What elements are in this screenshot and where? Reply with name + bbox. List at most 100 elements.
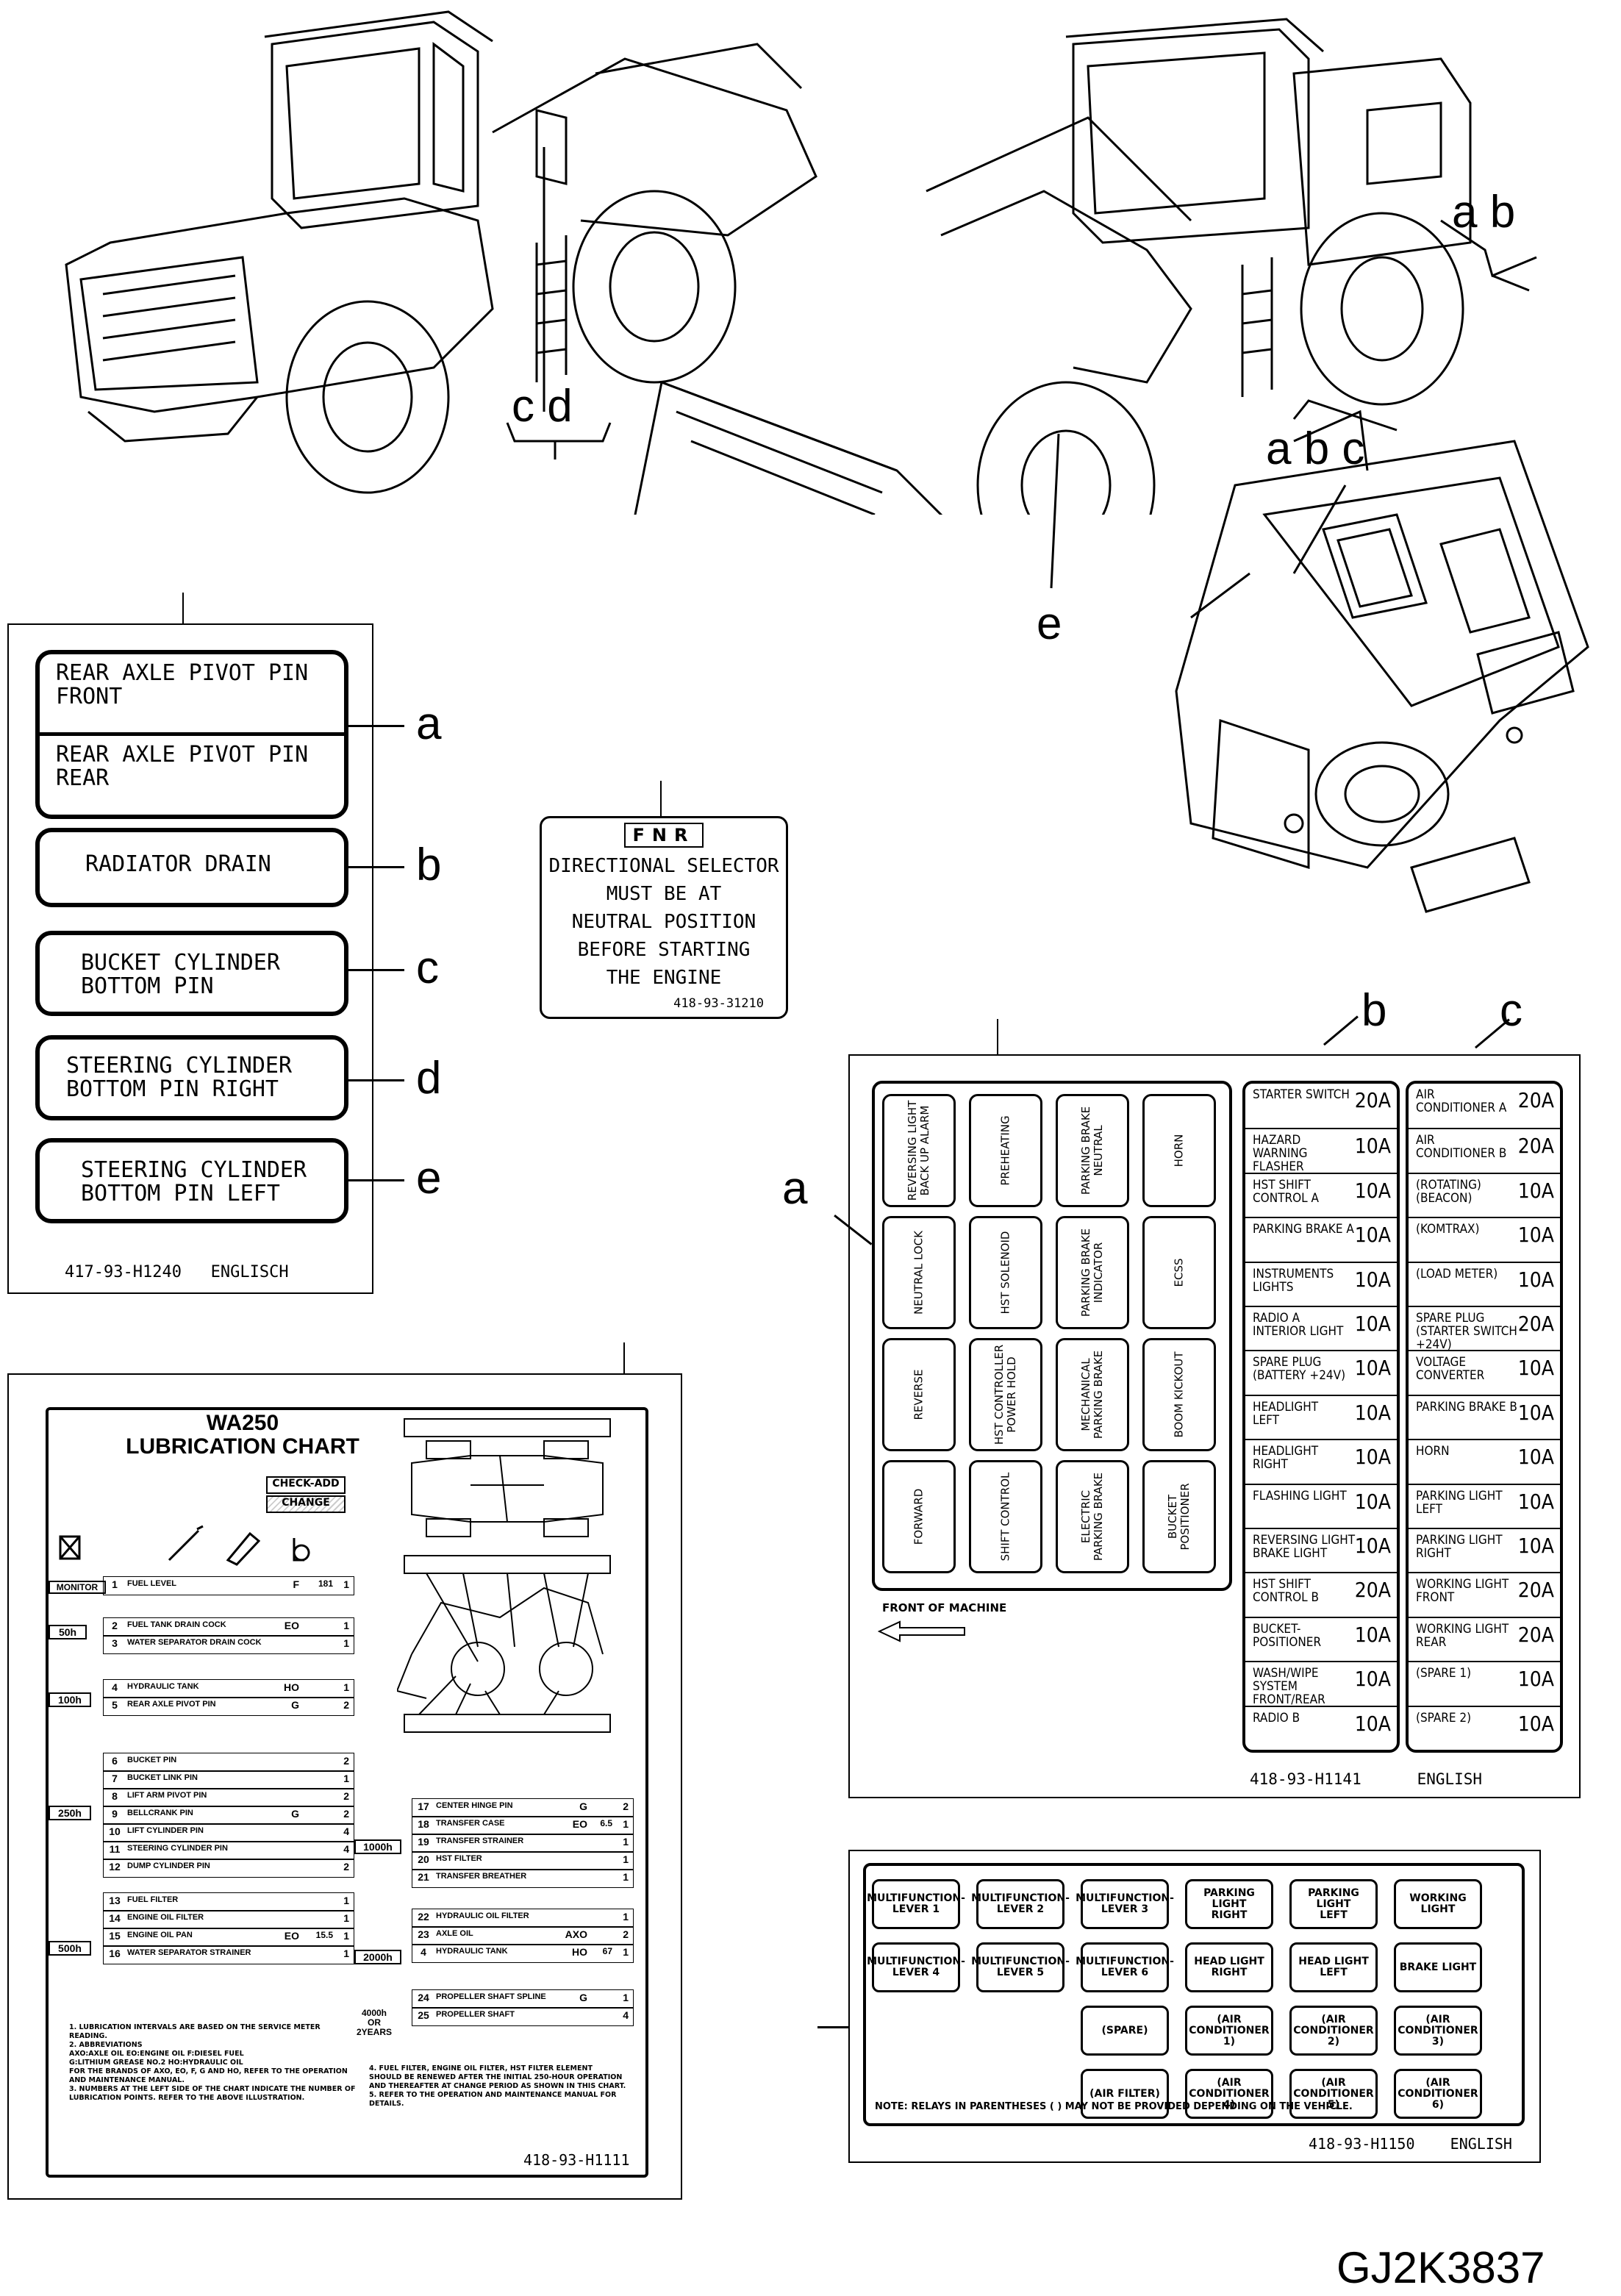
relay-label-text: MULTIFUNCTION- LEVER 4 xyxy=(867,1956,965,1978)
relay-label-cell: (AIR CONDITIONER 4) xyxy=(1185,2069,1273,2119)
lub-item-number: 19 xyxy=(418,1836,429,1848)
lub-chart-leader xyxy=(623,1342,625,1375)
lub-item-name: FUEL TANK DRAIN COCK xyxy=(127,1620,226,1629)
lub-item-points: 1 xyxy=(343,1637,349,1649)
lub-item-number: 20 xyxy=(418,1853,429,1865)
lub-item-lubricant: G xyxy=(291,1808,299,1820)
lub-item-name: ENGINE OIL FILTER xyxy=(127,1913,204,1922)
lub-item-name: LIFT ARM PIVOT PIN xyxy=(127,1791,207,1800)
fuse-name: PARKING BRAKE B xyxy=(1416,1399,1517,1415)
legend-change: CHANGE xyxy=(266,1495,346,1513)
fuse-name: RADIO A INTERIOR LIGHT xyxy=(1253,1311,1344,1339)
relay-label-cell: MULTIFUNCTION- LEVER 4 xyxy=(867,1942,965,1992)
lub-item-name: TRANSFER CASE xyxy=(436,1819,505,1828)
lub-item-number: 24 xyxy=(418,1992,429,2003)
lub-item-points: 1 xyxy=(343,1895,349,1906)
lub-item-points: 1 xyxy=(343,1948,349,1959)
lub-item-points: 4 xyxy=(343,1825,349,1837)
lub-item-lubricant: EO xyxy=(284,1930,299,1942)
lub-item-name: WATER SEPARATOR DRAIN COCK xyxy=(127,1638,262,1647)
fuse-amperage: 10A xyxy=(1354,1445,1391,1470)
relay-cell: BUCKET POSITIONER xyxy=(1142,1460,1216,1573)
relay-cell-label: HST SOLENOID xyxy=(998,1231,1012,1315)
lub-item-points: 1 xyxy=(623,1992,629,2003)
lub-item-points: 1 xyxy=(623,1946,629,1958)
fuse-amperage: 10A xyxy=(1517,1534,1554,1558)
interval-2000h: 2000h xyxy=(354,1950,401,1964)
lub-item-name: HYDRAULIC TANK xyxy=(436,1947,508,1956)
relay-cell-label: ECSS xyxy=(1172,1258,1186,1287)
lub-item-number: 16 xyxy=(109,1948,121,1959)
relay-label-text: (AIR CONDITIONER 5) xyxy=(1293,2076,1374,2111)
wheel-loader-rear-view-illustration xyxy=(65,10,817,494)
relay-cell-label: REVERSE xyxy=(912,1369,926,1420)
lub-item-number: 14 xyxy=(109,1912,121,1924)
front-arrow-icon xyxy=(878,1620,965,1642)
fuse-name: SPARE PLUG (BATTERY +24V) xyxy=(1253,1355,1346,1384)
fuse-amperage: 10A xyxy=(1354,1312,1391,1336)
leader-d xyxy=(346,1079,404,1081)
relay-cell: NEUTRAL LOCK xyxy=(882,1216,956,1329)
fuse-name: INSTRUMENTS LIGHTS xyxy=(1253,1266,1334,1295)
fnr-leader xyxy=(660,781,662,816)
lub-item-quantity: 181 xyxy=(318,1578,333,1589)
relay-label-text: MULTIFUNCTION- LEVER 5 xyxy=(971,1956,1070,1978)
fuse-row: (ROTATING) (BEACON)10A xyxy=(1409,1172,1560,1218)
fnr-header: FNR xyxy=(624,823,704,848)
relay-cell: REVERSING LIGHT BACK UP ALARM xyxy=(882,1094,956,1207)
relay-label-cell: BRAKE LIGHT xyxy=(1394,1942,1482,1992)
relay-cell: ECSS xyxy=(1142,1216,1216,1329)
fuse-amperage: 10A xyxy=(1517,1400,1554,1425)
relay-label-cell: (AIR CONDITIONER 1) xyxy=(1185,2006,1273,2056)
fuse-amperage: 10A xyxy=(1354,1178,1391,1203)
relay-cell-label: FORWARD xyxy=(912,1488,926,1545)
plate-text-bucket: BUCKET CYLINDER BOTTOM PIN xyxy=(81,950,280,999)
lub-icons-header xyxy=(59,1525,310,1566)
relay-label-text: (SPARE) xyxy=(1101,2024,1148,2036)
fuse-name: AIR CONDITIONER B xyxy=(1416,1133,1507,1162)
relay-label-text: (AIR CONDITIONER 3) xyxy=(1398,2013,1478,2048)
relay-cell: PARKING BRAKE INDICATOR xyxy=(1056,1216,1129,1329)
relay-label-cell: MULTIFUNCTION- LEVER 5 xyxy=(971,1942,1070,1992)
lub-item-lubricant: HO xyxy=(284,1681,299,1693)
fuse-name: SPARE PLUG (STARTER SWITCH +24V) xyxy=(1416,1311,1517,1352)
fuse-amperage: 10A xyxy=(1354,1711,1391,1736)
lub-item-number: 7 xyxy=(112,1773,118,1784)
relay-label-cell: WORKING LIGHT xyxy=(1394,1879,1482,1929)
plate-steering-right: STEERING CYLINDER BOTTOM PIN RIGHT xyxy=(35,1035,348,1120)
interval-50h: 50h xyxy=(49,1625,87,1639)
fuse-name: HORN xyxy=(1416,1444,1450,1459)
lub-item-name: DUMP CYLINDER PIN xyxy=(127,1862,210,1870)
lub-item-points: 1 xyxy=(343,1681,349,1693)
leader-a xyxy=(346,725,404,727)
lub-item-name: CENTER HINGE PIN xyxy=(436,1801,513,1810)
lub-item-name: FUEL FILTER xyxy=(127,1895,179,1904)
lub-item-name: TRANSFER BREATHER xyxy=(436,1872,527,1881)
fuse-amperage: 10A xyxy=(1517,1667,1554,1692)
lub-item-points: 2 xyxy=(623,1800,629,1812)
fuse-row: (SPARE 2)10A xyxy=(1409,1705,1560,1750)
fuse-row: (LOAD METER)10A xyxy=(1409,1261,1560,1307)
callout-cd: c d xyxy=(512,381,573,432)
relay-label-cell: (AIR CONDITIONER 2) xyxy=(1289,2006,1378,2056)
plate-text-front: REAR AXLE PIVOT PIN FRONT xyxy=(56,660,309,709)
plate-text-radiator: RADIATOR DRAIN xyxy=(85,851,271,877)
relay-cell: HST SOLENOID xyxy=(969,1216,1042,1329)
fuse-amperage: 10A xyxy=(1354,1267,1391,1292)
lub-item-number: 10 xyxy=(109,1825,121,1837)
